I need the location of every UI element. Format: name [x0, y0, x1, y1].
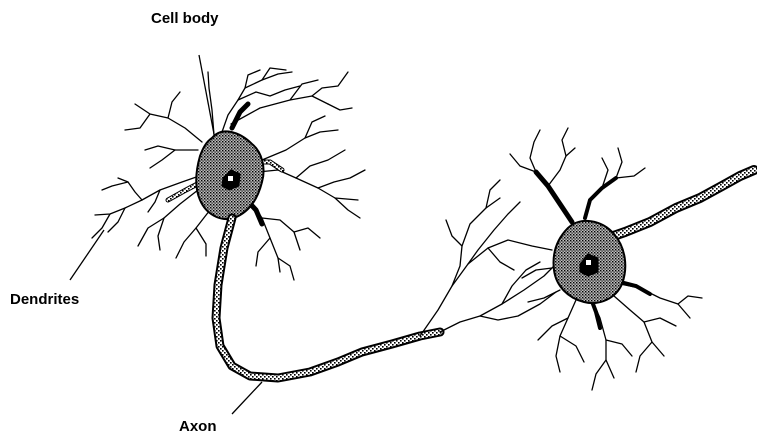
right-neuron	[510, 128, 754, 390]
cell-body-label: Cell body	[151, 10, 219, 27]
axon	[216, 218, 440, 378]
axon-label: Axon	[179, 418, 217, 435]
axon-terminals	[420, 180, 556, 336]
dendrites-label: Dendrites	[10, 291, 79, 308]
axon-leader-line	[232, 382, 262, 414]
dendrites-leader-line	[70, 230, 104, 280]
cell-body-leader-line	[199, 55, 214, 134]
